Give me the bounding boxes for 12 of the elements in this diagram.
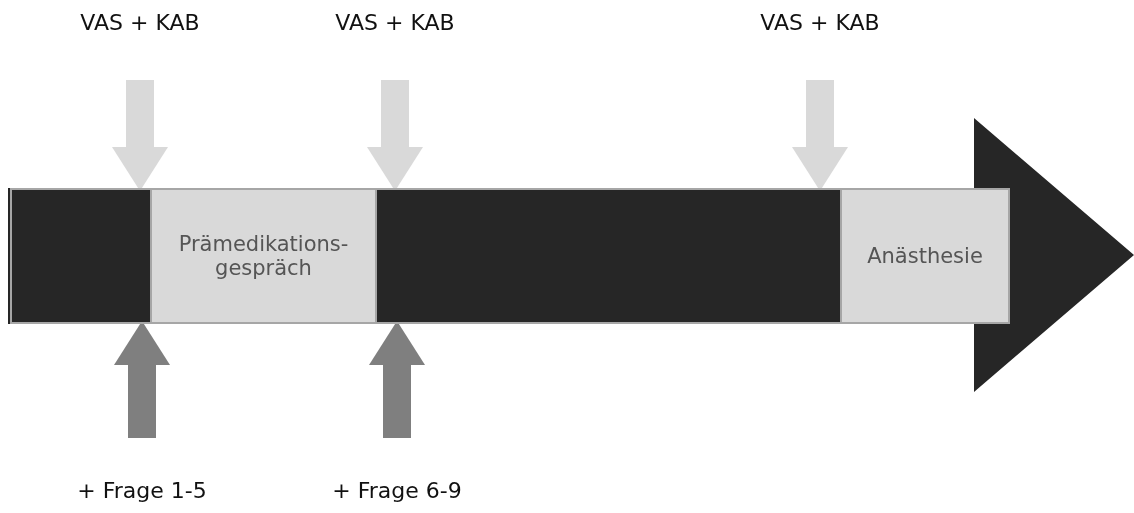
dark-phase-bar <box>375 188 842 324</box>
question-label: + Frage 6-9 <box>322 478 472 512</box>
dark-phase-bar <box>10 188 152 324</box>
phase-box: Anästhesie <box>840 188 1010 324</box>
block-arrow <box>792 80 848 191</box>
block-arrow <box>112 80 168 191</box>
phase-box: Prämedikations-gespräch <box>150 188 377 324</box>
time-point-label: VAS + KAB <box>760 10 880 44</box>
block-arrow <box>367 80 423 191</box>
time-point-label: VAS + KAB <box>80 10 200 44</box>
time-point-label: VAS + KAB <box>335 10 455 44</box>
question-label: + Frage 1-5 <box>67 478 217 512</box>
